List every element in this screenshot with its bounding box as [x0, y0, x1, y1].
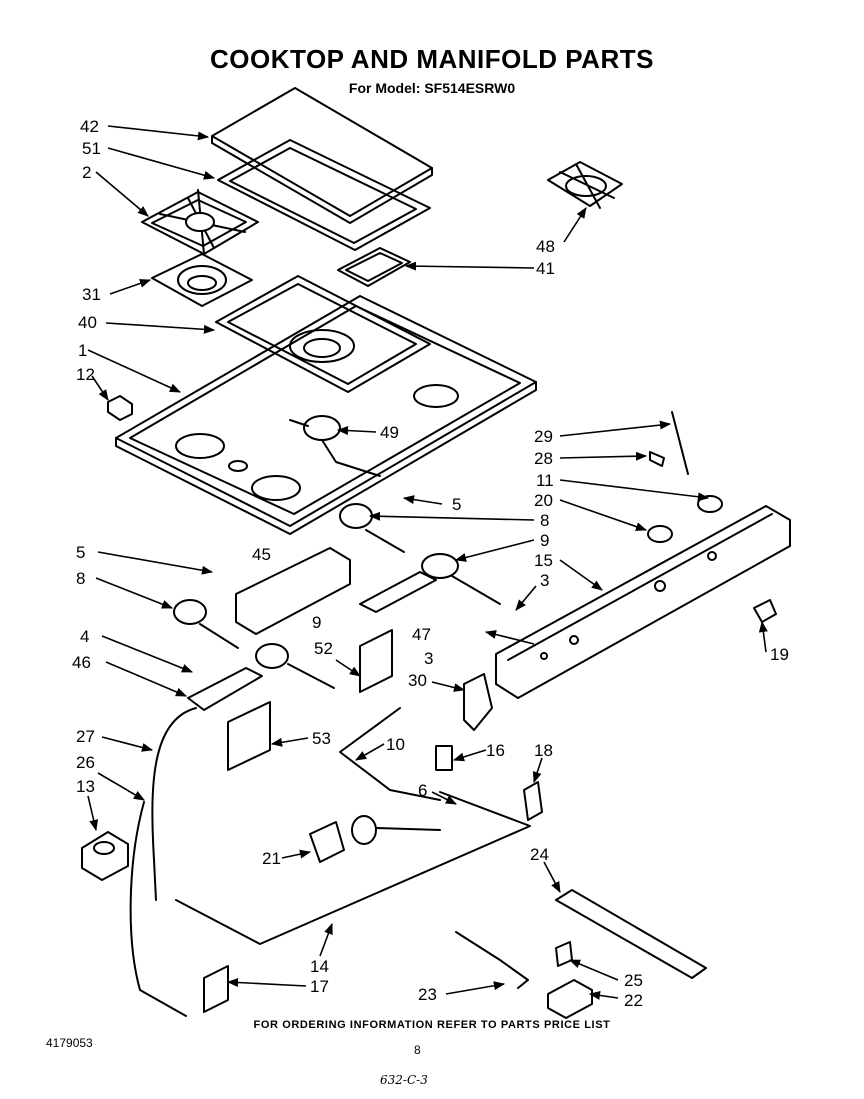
callout-46: 46: [72, 653, 91, 672]
callout-5-upper: 5: [452, 495, 461, 514]
part-holder-25: [555, 941, 573, 967]
callout-40: 40: [78, 313, 97, 332]
callout-16: 16: [486, 741, 505, 760]
page-number: 8: [414, 1043, 421, 1057]
callout-11: 11: [536, 471, 554, 490]
callout-18: 18: [534, 741, 553, 760]
callout-42: 42: [80, 117, 99, 136]
callout-9-upper: 9: [540, 531, 549, 550]
callout-31: 31: [82, 285, 101, 304]
callout-24: 24: [530, 845, 549, 864]
callout-3-lower: 3: [424, 649, 433, 668]
part-valve-21: [309, 815, 441, 863]
leader-lines: [87, 125, 768, 1000]
part-clip-19: [753, 599, 777, 623]
part-burner-49: [289, 415, 381, 477]
part-knob-11: [697, 495, 723, 513]
callout-labels: 42 51 2 31 40 1 12 49 48 41 29 28 11 20 …: [72, 117, 789, 1010]
callout-20: 20: [534, 491, 553, 510]
callout-15: 15: [534, 551, 553, 570]
callout-19: 19: [770, 645, 789, 664]
callout-29: 29: [534, 427, 553, 446]
part-bracket-17: [203, 965, 229, 1013]
callout-8-lower: 8: [76, 569, 85, 588]
document-number: 4179053: [46, 1036, 93, 1050]
callout-22: 22: [624, 991, 643, 1010]
callout-17: 17: [310, 977, 329, 996]
callout-51: 51: [82, 139, 101, 158]
part-grate-2: [141, 189, 259, 255]
part-screw-28: [649, 451, 665, 467]
part-burner-bowl-31: [151, 253, 253, 307]
callout-14: 14: [310, 957, 329, 976]
part-pipe-27: [151, 707, 197, 901]
model-subtitle: For Model: SF514ESRW0: [348, 80, 516, 96]
part-bracket-45: [235, 547, 351, 635]
part-shield-52: [359, 629, 393, 693]
callout-53: 53: [312, 729, 331, 748]
callout-49: 49: [380, 423, 399, 442]
part-shield-53: [227, 701, 271, 771]
callout-52: 52: [314, 639, 333, 658]
part-cooktop-1: [115, 295, 537, 535]
part-shield-30: [463, 673, 493, 731]
part-manifold-15: [495, 505, 791, 699]
part-burner-box-40: [215, 275, 431, 393]
callout-23: 23: [418, 985, 437, 1004]
callout-28: 28: [534, 449, 553, 468]
callout-1: 1: [78, 341, 87, 360]
callout-45: 45: [252, 545, 271, 564]
callout-48: 48: [536, 237, 555, 256]
part-frame-14: [175, 791, 531, 945]
part-tube-24: [555, 889, 707, 979]
callout-9-lower: 9: [312, 613, 321, 632]
callout-2: 2: [82, 163, 91, 182]
part-switch-22: [547, 979, 593, 1019]
part-cover-42: [211, 87, 433, 224]
callout-13: 13: [76, 777, 95, 796]
part-bracket-18: [523, 781, 543, 821]
callout-6: 6: [418, 781, 427, 800]
callout-5-lower: 5: [76, 543, 85, 562]
callout-10: 10: [386, 735, 405, 754]
part-igniter-23: [455, 931, 529, 989]
part-burner-assy-left: [173, 599, 335, 711]
page-title: COOKTOP AND MANIFOLD PARTS: [210, 44, 654, 74]
callout-47: 47: [412, 625, 431, 644]
callout-21: 21: [262, 849, 281, 868]
part-tubing-10: [339, 707, 441, 801]
part-tray-41: [337, 247, 411, 287]
part-knob-20: [647, 525, 673, 543]
part-gasket-51: [217, 139, 431, 251]
part-regulator-13: [81, 831, 129, 881]
callout-25: 25: [624, 971, 643, 990]
callout-3-upper: 3: [540, 571, 549, 590]
part-bracket-12: [107, 395, 133, 421]
callout-26: 26: [76, 753, 95, 772]
callout-30: 30: [408, 671, 427, 690]
part-valve-16: [435, 745, 453, 771]
part-wire-29: [671, 411, 689, 475]
part-grate-48: [547, 161, 623, 209]
part-pipe-26: [129, 801, 187, 1017]
callout-8-upper: 8: [540, 511, 549, 530]
ordering-note: FOR ORDERING INFORMATION REFER TO PARTS …: [253, 1019, 611, 1031]
callout-27: 27: [76, 727, 95, 746]
callout-12: 12: [76, 365, 95, 384]
handwritten-code: 632-C-3: [380, 1073, 428, 1087]
callout-41: 41: [536, 259, 555, 278]
part-burner-assy-right: [339, 503, 501, 613]
callout-4: 4: [80, 627, 89, 646]
